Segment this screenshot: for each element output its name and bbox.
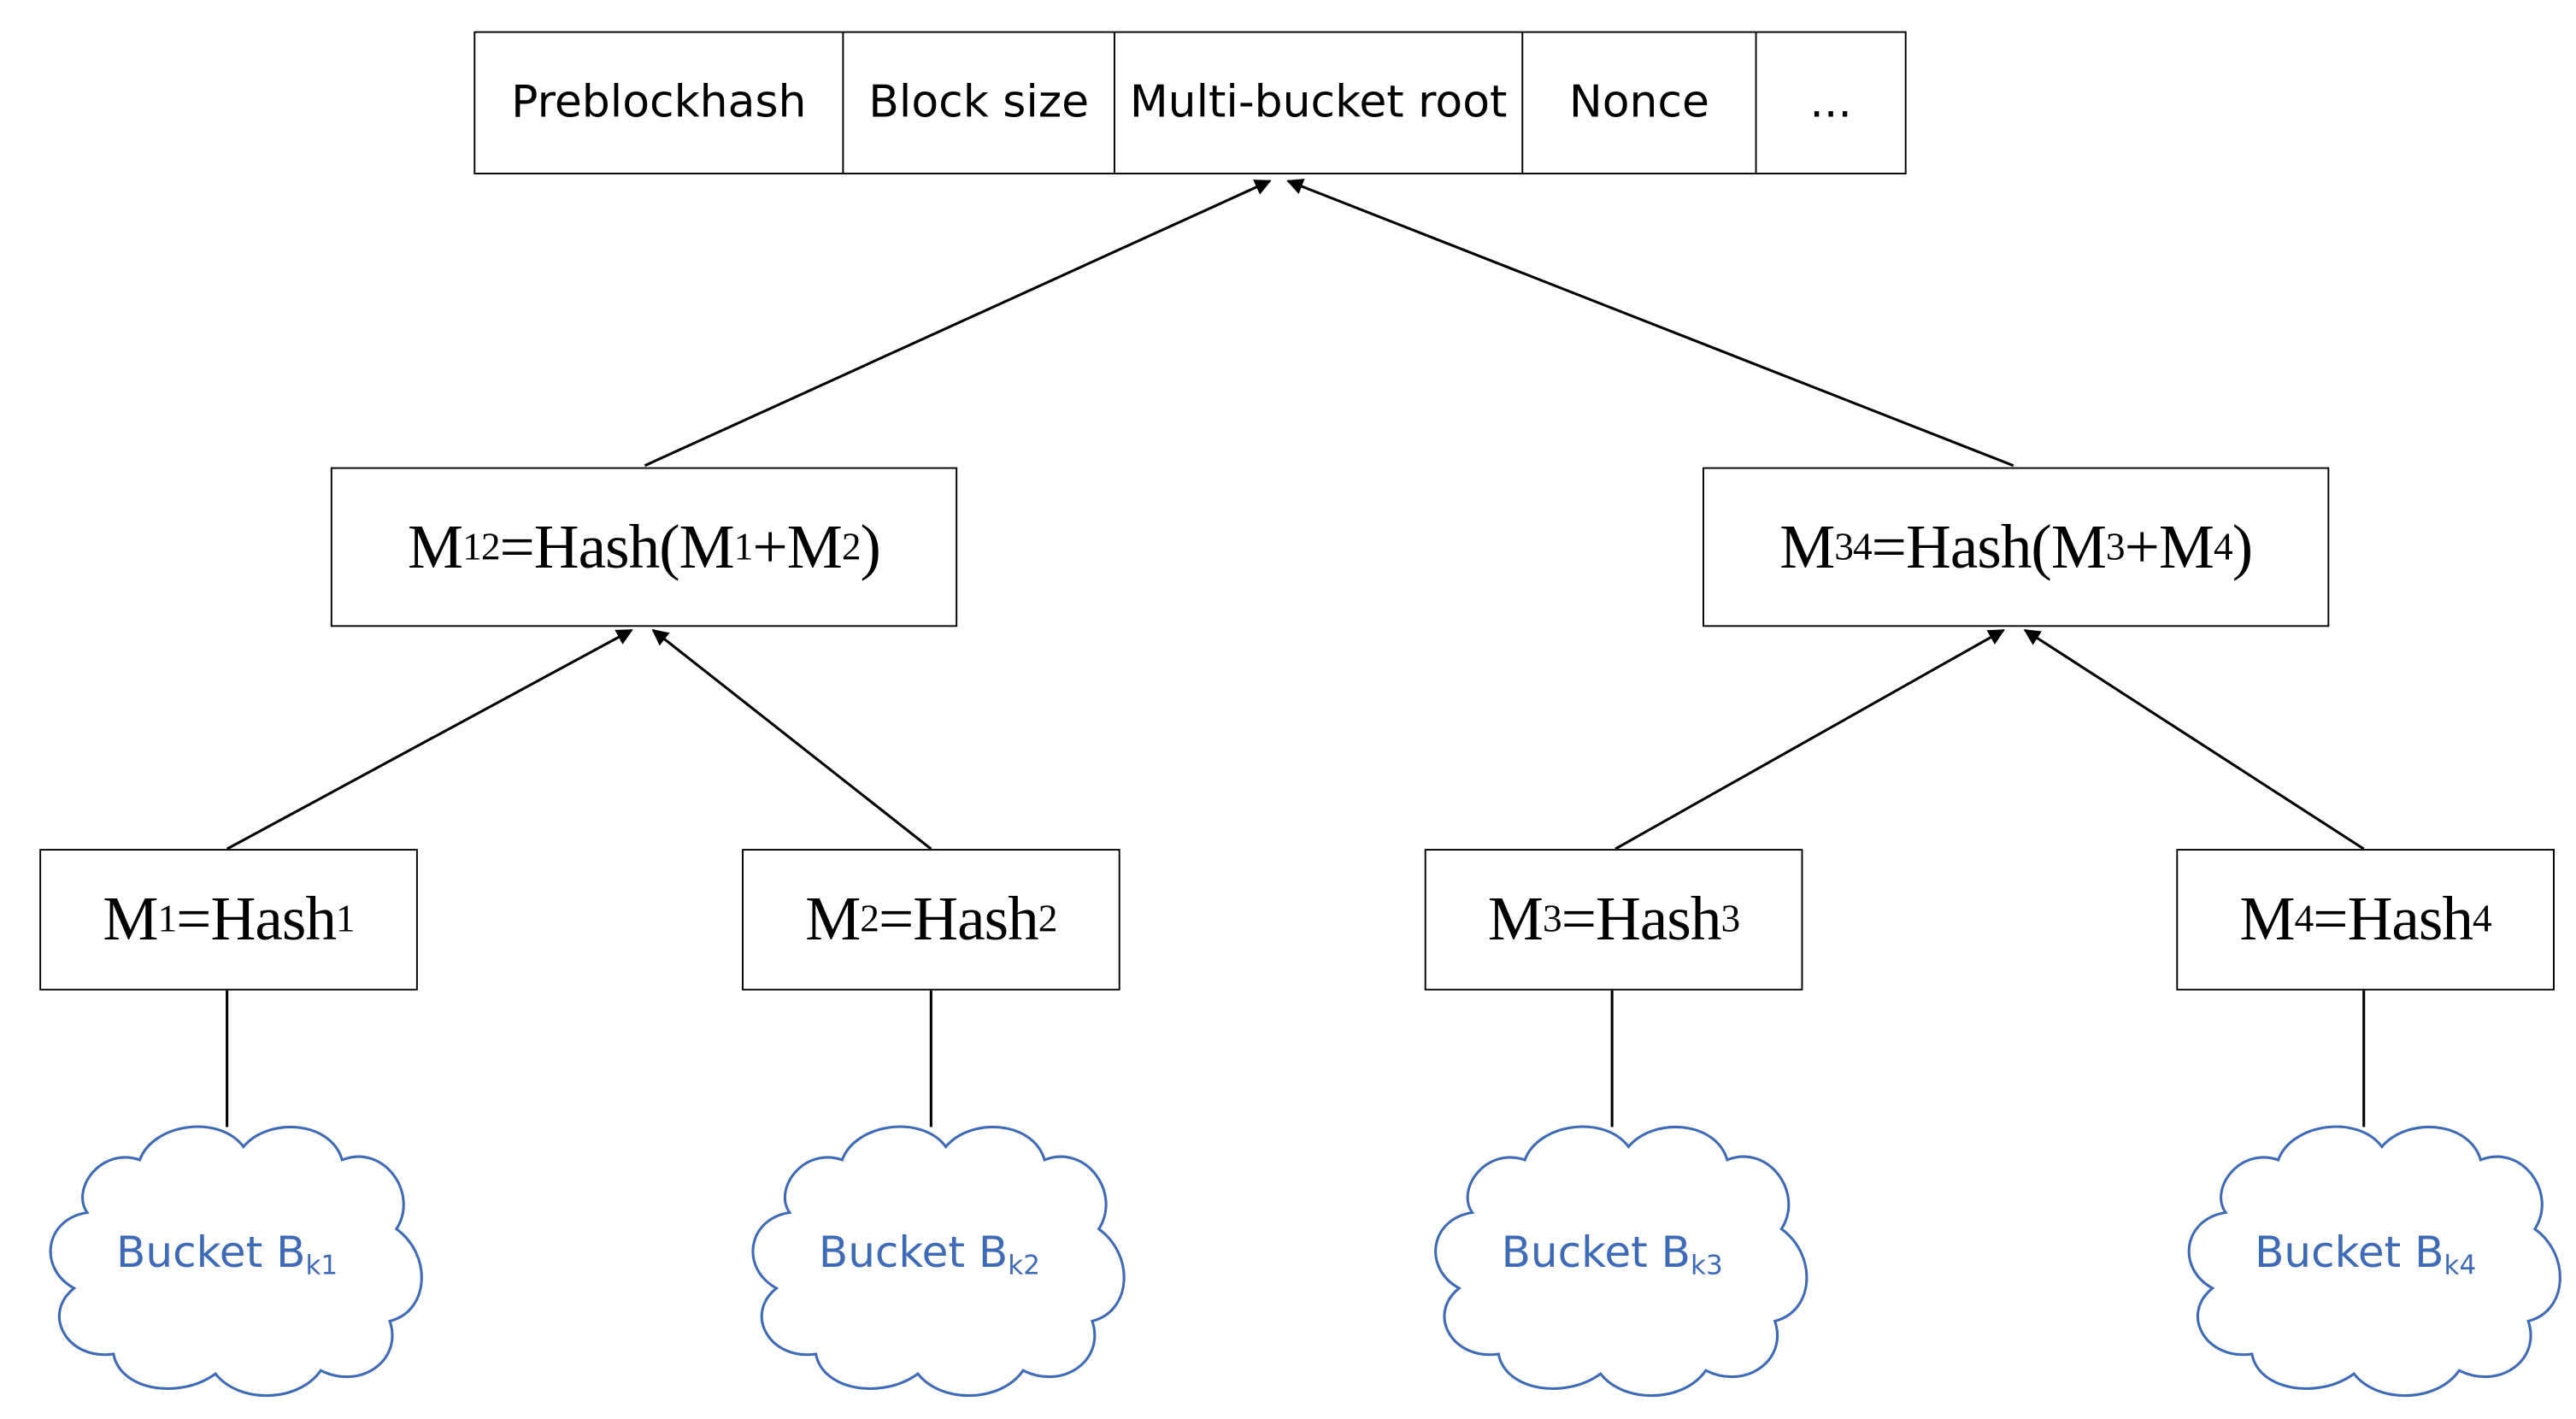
bucket-k2-sub: k2 (1008, 1249, 1040, 1281)
node-m12-name: M (408, 512, 463, 582)
edge-m12-to-root (644, 180, 1272, 468)
header-cell-preblockhash: Preblockhash (475, 32, 844, 174)
node-m4-name: M (2239, 885, 2296, 955)
header-cell-multi-bucket-root: Multi-bucket root (1115, 32, 1524, 174)
edge-m4-to-m34 (2023, 628, 2365, 851)
edge-m3-to-m34 (1614, 628, 2005, 851)
node-m12-a: M (679, 512, 735, 582)
bucket-cloud-k4 (2187, 1125, 2561, 1398)
node-m3-eq: =Hash (1561, 885, 1722, 955)
bucket-cloud-k2 (751, 1125, 1126, 1398)
node-m34-close: ) (2232, 512, 2253, 582)
node-m34-a: M (2050, 512, 2107, 582)
bucket-k4-sub: k4 (2444, 1249, 2477, 1281)
edge-m34-to-root (1286, 179, 2014, 468)
node-m1-eq: =Hash (176, 885, 337, 955)
edge-m2-to-m12 (651, 628, 932, 851)
header-cell-ellipsis: ... (1809, 77, 1852, 129)
bucket-k1-text: Bucket B (116, 1228, 306, 1279)
node-m12-plus: + (752, 512, 787, 582)
bucket-cloud-k3 (1434, 1125, 1808, 1398)
block-header: Preblockhash Block size Multi-bucket roo… (473, 31, 1907, 175)
bucket-k2-text: Bucket B (818, 1228, 1009, 1279)
bucket-k1-sub: k1 (305, 1249, 338, 1281)
bucket-k3-sub: k3 (1691, 1249, 1723, 1281)
node-m2-eq: =Hash (879, 885, 1039, 955)
node-m2-name: M (805, 885, 861, 955)
bucket-k3-text: Bucket B (1501, 1228, 1691, 1279)
node-m3-name: M (1487, 885, 1544, 955)
header-cell-block-size: Block size (844, 32, 1115, 174)
node-m4-eq: =Hash (2313, 885, 2473, 955)
node-m12-close: ) (860, 512, 881, 582)
node-m12-open: =Hash( (499, 512, 680, 582)
edge-m1-to-m12 (226, 628, 633, 851)
header-cell-nonce: Nonce (1523, 32, 1757, 174)
node-m34-name: M (1779, 512, 1835, 582)
bucket-label-k3: Bucket Bk3 (1502, 1229, 1723, 1279)
bucket-label-k4: Bucket Bk4 (2255, 1229, 2476, 1279)
node-m34-b: M (2158, 512, 2214, 582)
node-m1-name: M (103, 885, 158, 955)
node-m12-b: M (786, 512, 843, 582)
bucket-label-k1: Bucket Bk1 (116, 1229, 338, 1279)
node-m34-plus: + (2124, 512, 2160, 582)
bucket-k4-text: Bucket B (2255, 1228, 2444, 1279)
bucket-cloud-k1 (49, 1125, 423, 1398)
bucket-label-k2: Bucket Bk2 (819, 1229, 1040, 1279)
node-m34-open: =Hash( (1871, 512, 2052, 582)
